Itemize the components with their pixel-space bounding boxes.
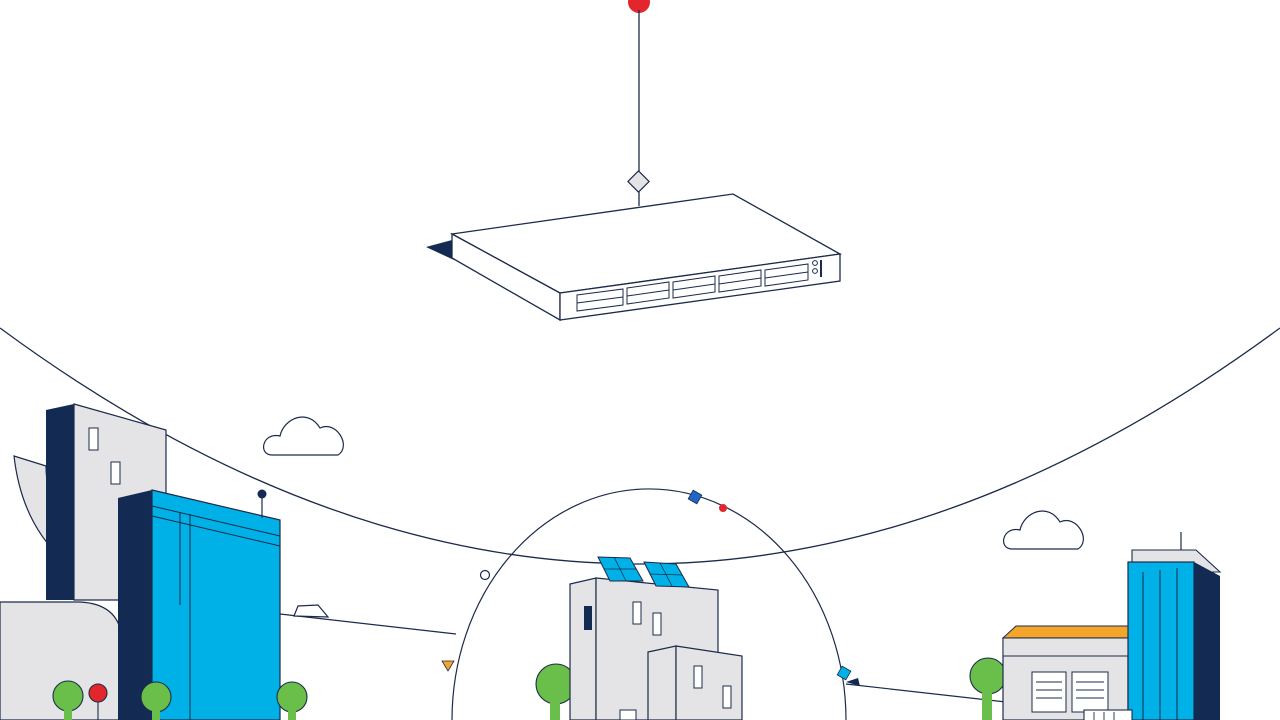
blue-square-node-icon (836, 665, 852, 681)
diamond-node-icon (627, 170, 650, 193)
tree-icon (52, 680, 84, 720)
car-icon (293, 604, 330, 618)
tree-icon (276, 681, 308, 720)
orange-triangle-node-icon (441, 660, 455, 672)
red-node-icon (719, 504, 727, 512)
left-buildings (0, 403, 281, 720)
solar-panel-icon (597, 556, 644, 582)
right-buildings (969, 532, 1222, 720)
left-road-line (279, 613, 457, 635)
solar-panel-icon (643, 561, 690, 588)
cloud-icon (263, 416, 344, 456)
center-building-icon (535, 556, 743, 720)
cloud-icon (1003, 510, 1084, 550)
blue-square-node-icon (687, 489, 703, 505)
center-circle-line (451, 488, 847, 720)
white-node-icon (479, 569, 491, 581)
large-arc-line (0, 327, 1280, 565)
bus-icon (1083, 709, 1133, 720)
tree-icon (140, 681, 172, 720)
network-switch-icon (426, 193, 843, 322)
switch-ports (576, 260, 822, 312)
tree-icon (88, 683, 108, 720)
top-connector (627, 0, 650, 206)
top-red-node-icon (628, 0, 650, 13)
antenna-node-icon (257, 489, 267, 499)
